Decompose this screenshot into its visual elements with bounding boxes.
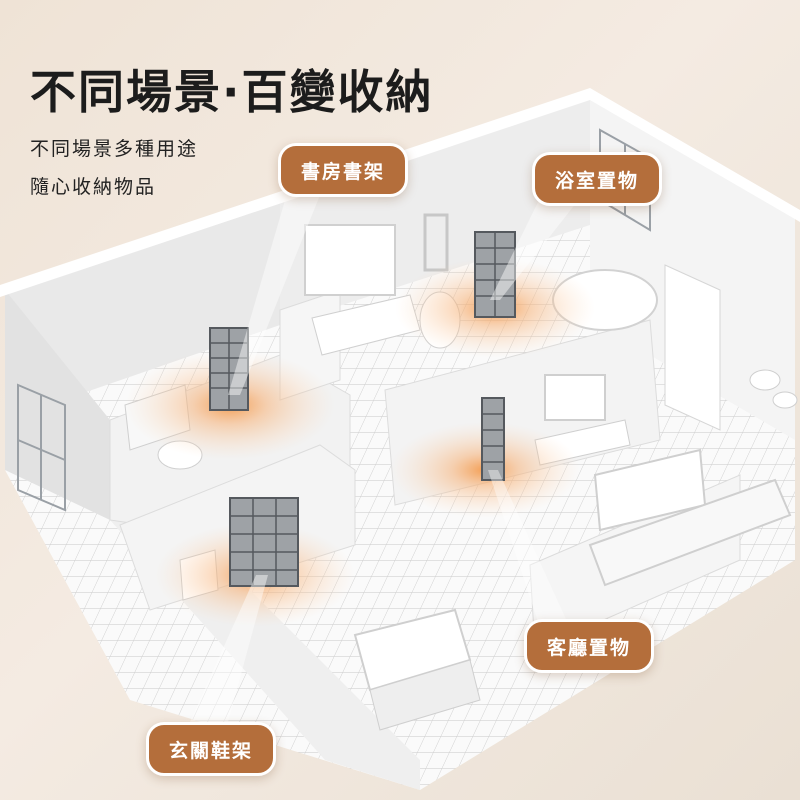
back-wall-left (5, 195, 280, 420)
callout-study-bookshelf: 書房書架 (278, 143, 409, 197)
storage-rack-icon (209, 327, 249, 411)
balcony-chairs (749, 369, 798, 409)
left-wall (5, 290, 110, 520)
bathroom-beam (490, 198, 580, 300)
study-beam (228, 190, 322, 395)
subtitle-line-1: 不同場景多種用途 (30, 138, 199, 160)
mirror-cabinet (304, 224, 396, 296)
page-title: 不同場景·百變收納 (30, 65, 434, 119)
storage-rack-icon (474, 231, 516, 318)
tv (544, 374, 606, 421)
living-beam (488, 470, 570, 628)
sofa (588, 478, 792, 587)
left-window (17, 383, 66, 512)
storage-rack-icon (481, 397, 505, 481)
callout-entrance-shoe-rack: 玄關鞋架 (146, 722, 277, 776)
subtitle-line-2: 隨心收納物品 (30, 176, 157, 198)
callout-bathroom-storage: 浴室置物 (532, 152, 663, 206)
entrance-beam (190, 575, 268, 722)
door-frame (664, 264, 721, 431)
storage-rack-icon (229, 497, 299, 587)
callout-living-room-storage: 客廳置物 (524, 619, 655, 673)
kitchen-counter (369, 659, 481, 731)
